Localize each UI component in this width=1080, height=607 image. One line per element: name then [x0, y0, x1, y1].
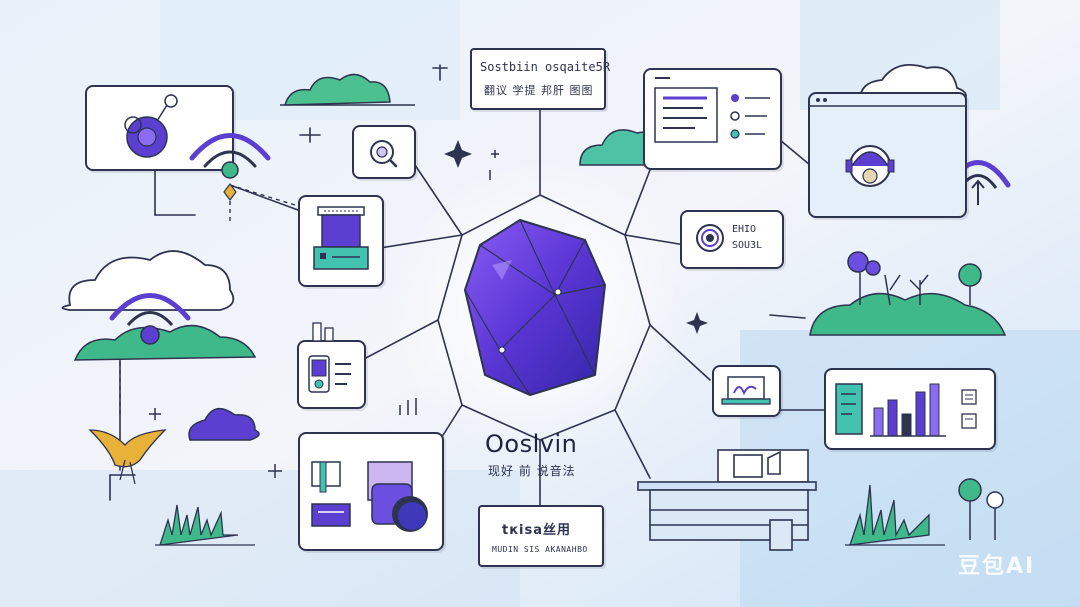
green-bush-left [73, 324, 257, 361]
card-laptop [712, 365, 781, 417]
search-icon [370, 140, 398, 168]
bar-chart-icon [835, 383, 977, 437]
robot-head-icon [810, 98, 965, 187]
bottom-panel-subtitle: MUDIN SIS AKANAHBO [492, 545, 588, 554]
card-device [297, 340, 366, 409]
card-machine [298, 195, 384, 287]
card-browser-window [808, 92, 967, 218]
tree-bottom-right [958, 478, 1004, 540]
purple-cloud [188, 407, 260, 441]
card-top-title: Sostbiin osqaite5R 翻议 学提 邦肝 图图 [470, 48, 610, 110]
card-search [352, 125, 416, 179]
card-ehio: EHIO SOU3L [680, 210, 784, 269]
laptop-icon [721, 376, 771, 405]
center-subtitle: 现好 前 说音法 [488, 464, 576, 478]
top-panel-subtitle: 翻议 学提 邦肝 图图 [484, 84, 594, 97]
orbit-icon [124, 94, 178, 158]
golden-bird [88, 429, 167, 485]
watermark: 豆包AI [958, 554, 1036, 579]
sparkles [444, 140, 708, 334]
card-collage [298, 432, 444, 551]
ehio-label-1: EHIO [732, 224, 757, 235]
green-cloud-top [280, 73, 415, 106]
grass-right [845, 484, 945, 546]
green-hill-right [809, 292, 1007, 336]
document-icon [654, 77, 770, 143]
card-bar-chart [824, 368, 996, 450]
card-document [643, 68, 782, 170]
card-bottom-panel: tкisa丝用 MUDIN SIS AKANAHBO [478, 505, 604, 567]
bottom-panel-title: tкisa丝用 [502, 523, 572, 538]
center-title: Ooslvin [485, 430, 578, 458]
trees-right [847, 251, 982, 306]
ehio-label-2: SOU3L [732, 240, 763, 251]
grass-left [155, 504, 255, 546]
machine-icon [313, 206, 369, 270]
top-panel-title: Sostbiin osqaite5R [480, 60, 611, 74]
ring-icon [696, 224, 724, 252]
collage-icon [311, 461, 428, 532]
device-icon [308, 355, 351, 393]
